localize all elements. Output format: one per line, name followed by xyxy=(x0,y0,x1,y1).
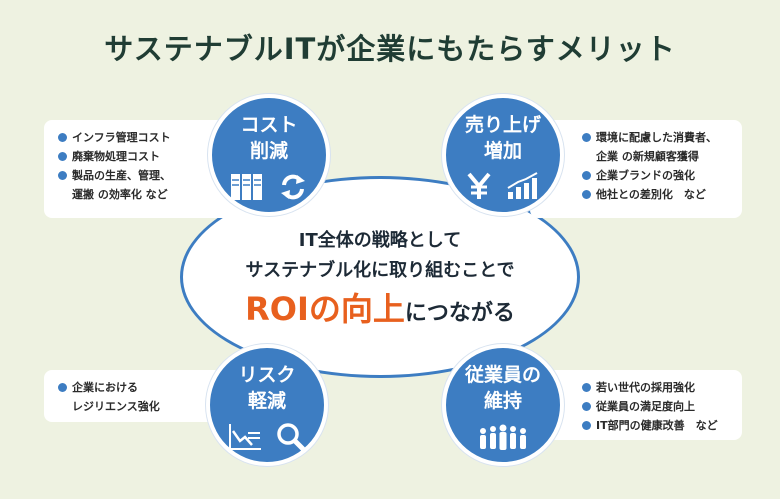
list-item: 企業におけるレジリエンス強化 xyxy=(58,378,234,416)
staff-retention-card: 若い世代の採用強化 従業員の満足度向上 IT部門の健康改善 など xyxy=(530,370,742,440)
center-line-1: IT全体の戦略として xyxy=(298,230,462,251)
magnifier-icon xyxy=(276,422,307,456)
yen-icon xyxy=(466,172,492,204)
list-item: 若い世代の採用強化 xyxy=(582,378,732,397)
refresh-icon xyxy=(278,172,308,206)
list-item: 廃棄物処理コスト xyxy=(58,147,244,166)
center-line-2: サステナブル化に取り組むことで xyxy=(245,260,515,281)
roi-highlight: ROIの向上 xyxy=(245,290,405,328)
list-item: 製品の生産、管理、運搬 の効率化 など xyxy=(58,166,244,204)
sales-increase-circle: 売り上げ増加 xyxy=(442,94,564,216)
list-item: インフラ管理コスト xyxy=(58,128,244,147)
center-line-3: ROIの向上につながる xyxy=(180,292,580,331)
cost-reduction-circle: コスト削減 xyxy=(208,94,330,216)
staff-retention-label: 従業員の維持 xyxy=(464,364,541,412)
risk-reduction-label: リスク軽減 xyxy=(238,364,296,412)
page-title: サステナブルITが企業にもたらすメリット xyxy=(104,32,676,66)
list-item: 他社との差別化 など xyxy=(582,185,732,204)
center-suffix: につながる xyxy=(404,301,515,326)
people-icon xyxy=(478,424,528,456)
risk-chart-icon xyxy=(228,423,262,455)
list-item: IT部門の健康改善 など xyxy=(582,416,732,435)
center-message: IT全体の戦略として サステナブル化に取り組むことで ROIの向上につながる xyxy=(180,226,580,331)
growth-chart-icon xyxy=(506,172,540,204)
sales-increase-card: 環境に配慮した消費者、企業 の新規顧客獲得 企業ブランドの強化 他社との差別化 … xyxy=(530,120,742,218)
list-item: 企業ブランドの強化 xyxy=(582,166,732,185)
list-item: 従業員の満足度向上 xyxy=(582,397,732,416)
risk-reduction-circle: リスク軽減 xyxy=(206,344,328,466)
list-item: 環境に配慮した消費者、企業 の新規顧客獲得 xyxy=(582,128,732,166)
cost-reduction-label: コスト削減 xyxy=(240,114,298,162)
staff-retention-circle: 従業員の維持 xyxy=(442,344,564,466)
server-icon xyxy=(230,173,264,205)
sales-increase-label: 売り上げ増加 xyxy=(464,114,541,162)
